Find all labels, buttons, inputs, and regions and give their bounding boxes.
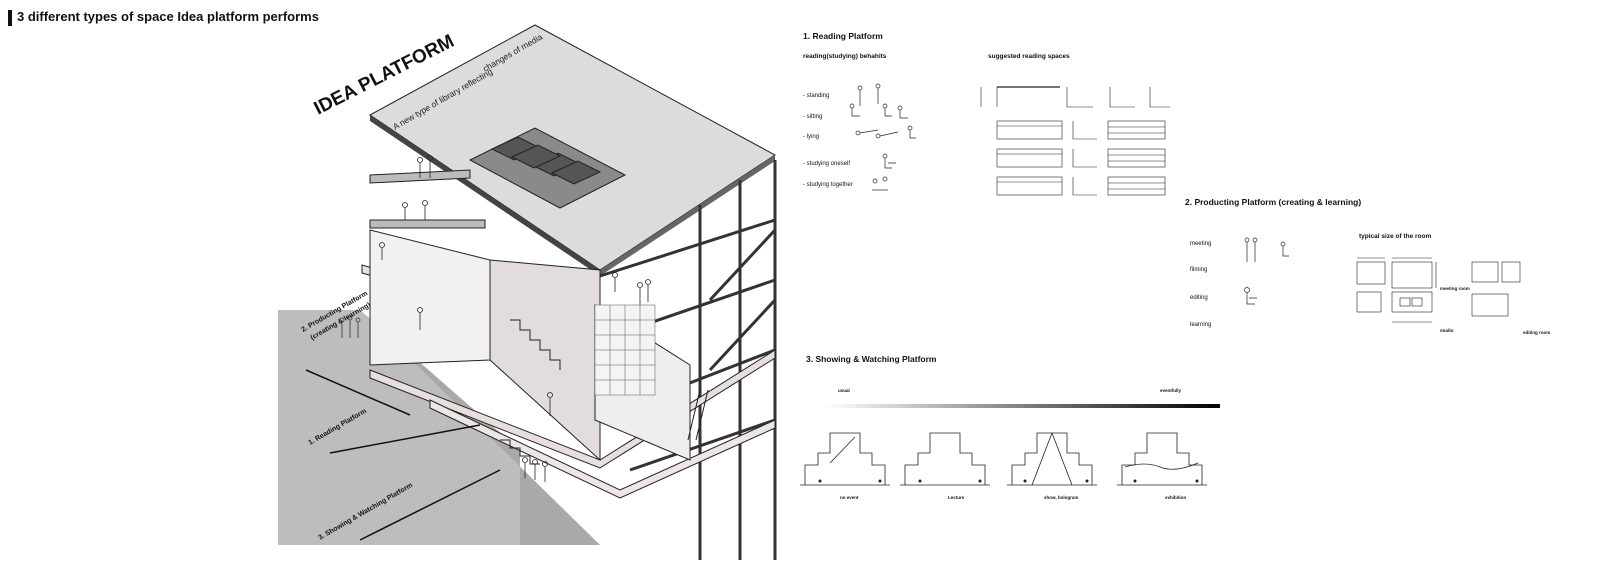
gradient-right-label: eventfully	[1160, 388, 1182, 393]
page-title: 3 different types of space Idea platform…	[17, 9, 319, 24]
reading-behaviors-title: reading(studying) behahits	[803, 53, 887, 60]
behavior-standing: - standing	[803, 93, 830, 99]
showing-title: 3. Showing & Watching Platform	[806, 354, 937, 364]
reading-title: 1. Reading Platform	[803, 31, 883, 41]
gradient-left-label: usual	[838, 388, 850, 393]
activity-learning: learning	[1190, 322, 1212, 328]
mode-lecture: Lecture	[948, 495, 965, 500]
behavior-sitting: - sitting	[803, 114, 823, 120]
title-marker	[8, 10, 12, 26]
room-size-plans	[1356, 257, 1521, 323]
showing-section-sketches	[800, 432, 1207, 486]
room-label-editing: editing room	[1523, 330, 1551, 335]
leader-lines	[305, 369, 501, 541]
activity-sketches	[1244, 237, 1289, 305]
producing-title: 2. Producting Platform (creating & learn…	[1185, 197, 1362, 207]
axonometric-section-drawing: IDEA PLATFORM A new type of library refl…	[278, 24, 777, 560]
room-label-meeting: meeting room	[1440, 286, 1470, 291]
floor-level-5	[429, 399, 776, 499]
stair	[500, 319, 709, 465]
reading-space-sketches	[980, 86, 1170, 196]
ground-plane	[278, 310, 600, 545]
behavior-sketches	[849, 83, 916, 191]
activity-filming: filming	[1190, 267, 1208, 273]
usage-gradient-bar	[825, 404, 1220, 408]
behavior-studying-oneself: - studying oneself	[803, 161, 851, 167]
room-size-title: typical size of the room	[1359, 233, 1432, 240]
people-figures	[379, 155, 651, 482]
mode-no-event: no event	[840, 495, 859, 500]
behavior-lying: - lying	[803, 134, 820, 140]
mode-show-hologram: show, hologram	[1044, 495, 1079, 500]
activity-editing: editing	[1190, 295, 1208, 301]
mode-exhibition: exhibition	[1165, 495, 1187, 500]
room-label-studio: studio	[1440, 328, 1454, 333]
reading-spaces-title: suggested reading spaces	[988, 53, 1070, 60]
behavior-studying-together: - studying together	[803, 182, 853, 188]
floor-level-2	[369, 219, 486, 229]
activity-meeting: meeting	[1190, 241, 1212, 247]
